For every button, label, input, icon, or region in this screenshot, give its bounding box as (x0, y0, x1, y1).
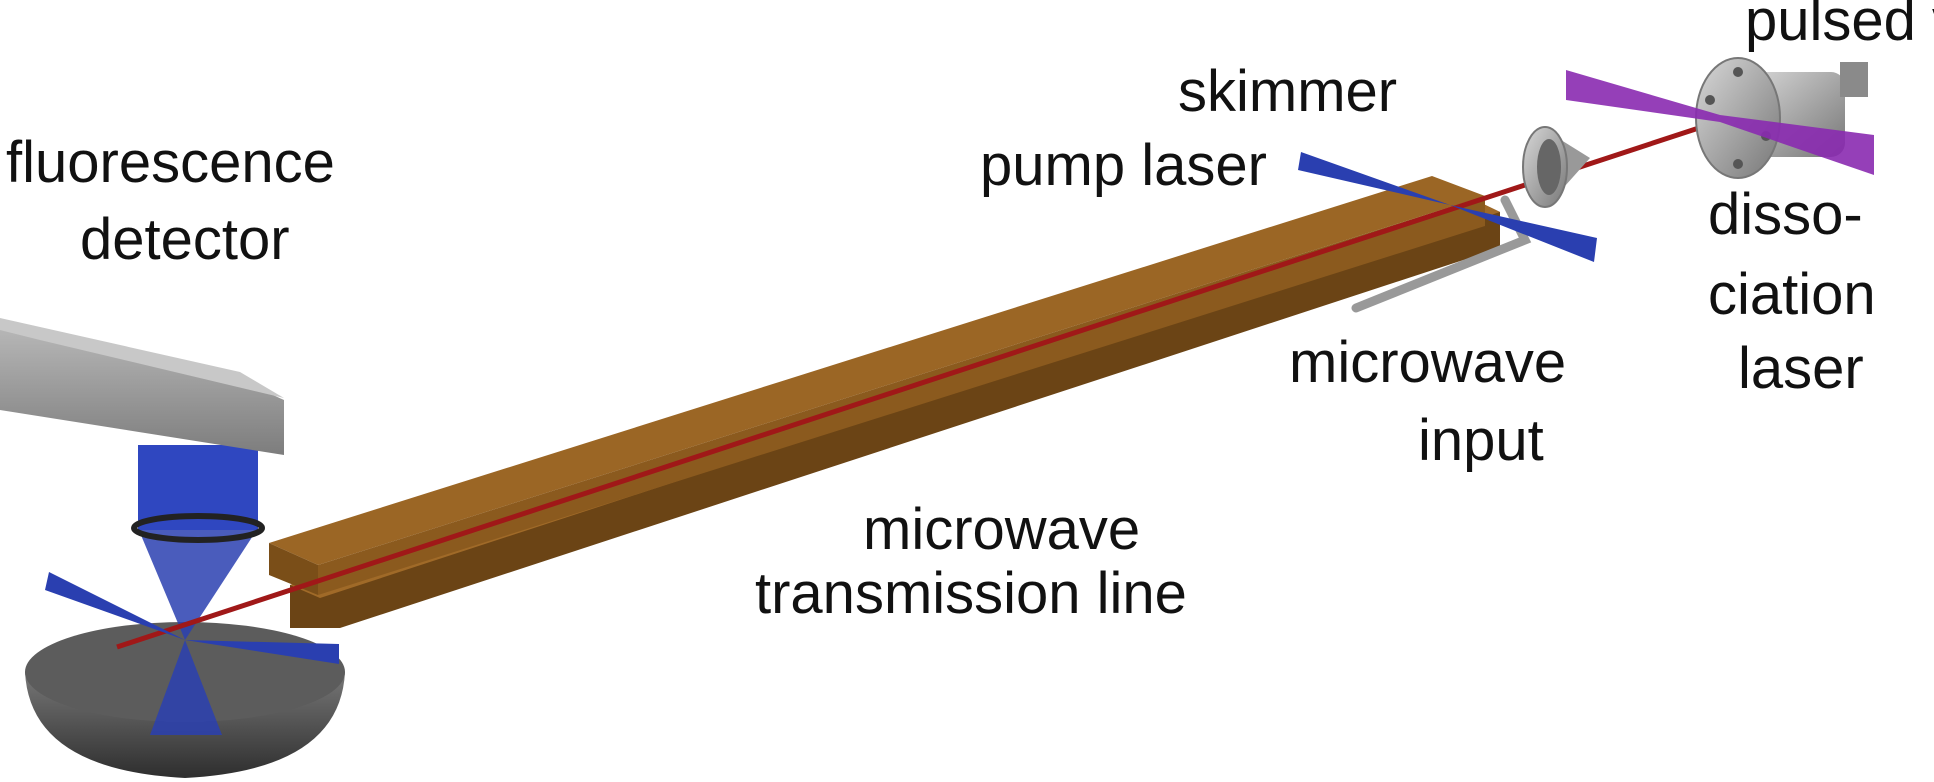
label-laser: laser (1738, 336, 1864, 401)
dissociation-laser-beam (1566, 70, 1874, 175)
microwave-transmission-line (269, 176, 1500, 628)
label-pulsed-valve: pulsed valve (1745, 0, 1934, 53)
skimmer (1522, 126, 1590, 208)
label-pump-laser: pump laser (980, 133, 1267, 198)
fluorescence-cone-lower (150, 640, 222, 735)
molecular-beam (116, 120, 1715, 650)
label-transmission-line-2: transmission line (755, 561, 1187, 626)
pump-laser-beam (1298, 152, 1597, 262)
label-disso: disso- (1708, 182, 1863, 247)
label-transmission-line-1: microwave (863, 497, 1140, 562)
label-skimmer: skimmer (1178, 59, 1397, 124)
fluorescence-detector (0, 318, 284, 543)
probe-laser-beam (45, 572, 339, 664)
label-microwave-input-2: input (1418, 408, 1544, 473)
microwave-input-rod (1351, 195, 1532, 313)
label-fluorescence: fluorescence (6, 130, 335, 195)
label-detector: detector (80, 207, 290, 272)
fluorescence-cone-upper (138, 528, 258, 640)
label-ciation: ciation (1708, 262, 1876, 327)
label-microwave-input-1: microwave (1289, 330, 1566, 395)
